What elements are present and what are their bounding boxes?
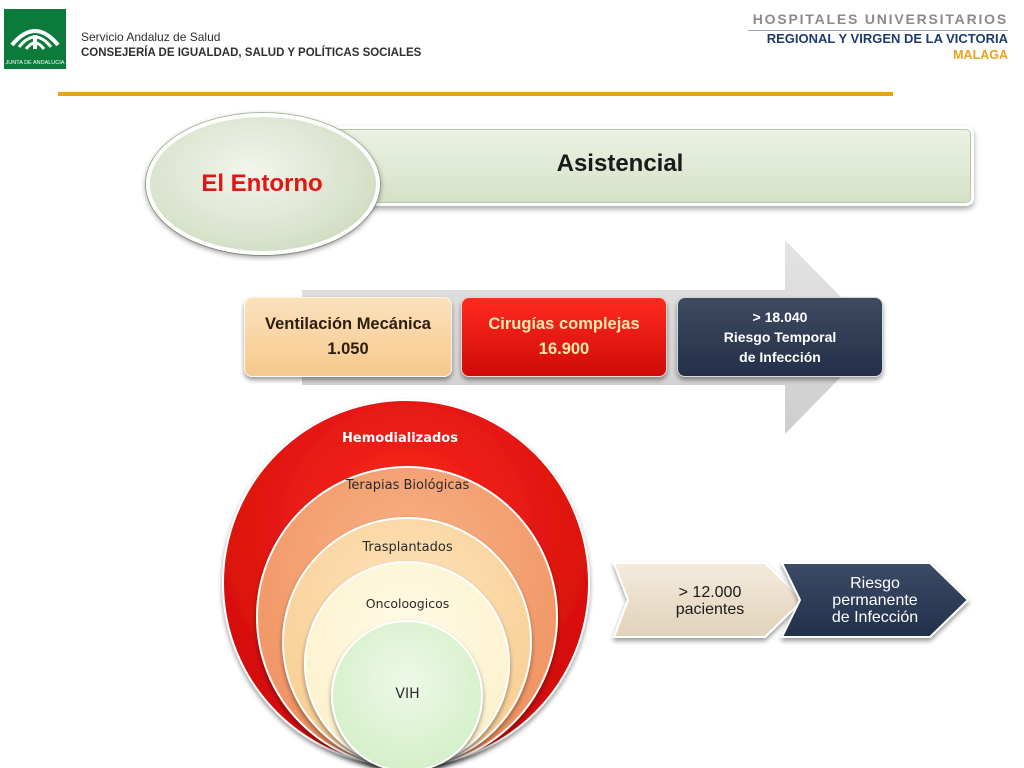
circle-label-terapias: Terapias Biológicas xyxy=(345,478,470,493)
logo-caption: JUNTA DE ANDALUCIA xyxy=(6,60,65,66)
chevron-risk xyxy=(780,562,970,638)
junta-andalucia-logo: JUNTA DE ANDALUCIA xyxy=(4,9,66,69)
title-banner xyxy=(330,126,974,206)
chevron-patients-value: > 12.000 xyxy=(678,584,742,601)
circle-label-vih: VIH xyxy=(395,686,420,702)
process-box-ventilacion: Ventilación Mecánica 1.050 xyxy=(244,297,452,377)
header-hospital-line-1: HOSPITALES UNIVERSITARIOS xyxy=(752,11,1008,27)
chevron-patients-label: pacientes xyxy=(675,601,745,618)
circle-label-trasplantados: Trasplantados xyxy=(362,540,453,555)
chevron-risk-line-2: permanente xyxy=(832,592,918,609)
box-ventilacion-label: Ventilación Mecánica xyxy=(265,315,431,333)
circle-label-hemodializados: Hemodializados xyxy=(342,431,458,446)
chevron-patients xyxy=(612,562,805,638)
chevron-risk-line-1: Riesgo xyxy=(850,575,900,592)
chevron-risk-line-3: de Infección xyxy=(831,609,919,626)
header-divider xyxy=(58,92,893,96)
header-department-name: CONSEJERÍA DE IGUALDAD, SALUD Y POLÍTICA… xyxy=(81,47,422,59)
box-riesgo-value: > 18.040 xyxy=(752,309,808,325)
box-cirugias-label: Cirugías complejas xyxy=(488,315,640,333)
title-oval xyxy=(146,113,380,255)
circle-vih xyxy=(331,620,483,768)
box-ventilacion-value: 1.050 xyxy=(327,340,369,358)
box-riesgo-label-1: Riesgo Temporal xyxy=(723,329,837,345)
logo-emblem-icon: JUNTA DE ANDALUCIA xyxy=(6,29,65,66)
header-hospital-rule xyxy=(748,30,1008,31)
header-hospital-line-2: REGIONAL Y VIRGEN DE LA VICTORIA xyxy=(766,31,1008,46)
chevron-patients-text: > 12.000 pacientes xyxy=(625,584,795,618)
header-hospital-city: MALAGA xyxy=(953,48,1008,62)
circle-label-oncoloogicos: Oncoloogicos xyxy=(365,596,450,611)
chevron-risk-text: Riesgo permanente de Infección xyxy=(800,575,950,626)
oval-label: El Entorno xyxy=(201,170,323,197)
banner-title: Asistencial xyxy=(556,150,684,177)
box-riesgo-label-2: de Infección xyxy=(739,349,821,365)
box-cirugias-value: 16.900 xyxy=(538,340,590,358)
process-box-riesgo-temporal: > 18.040 Riesgo Temporal de Infección xyxy=(677,297,883,377)
header-org-name: Servicio Andaluz de Salud xyxy=(81,30,221,44)
process-box-cirugias: Cirugías complejas 16.900 xyxy=(461,297,667,377)
